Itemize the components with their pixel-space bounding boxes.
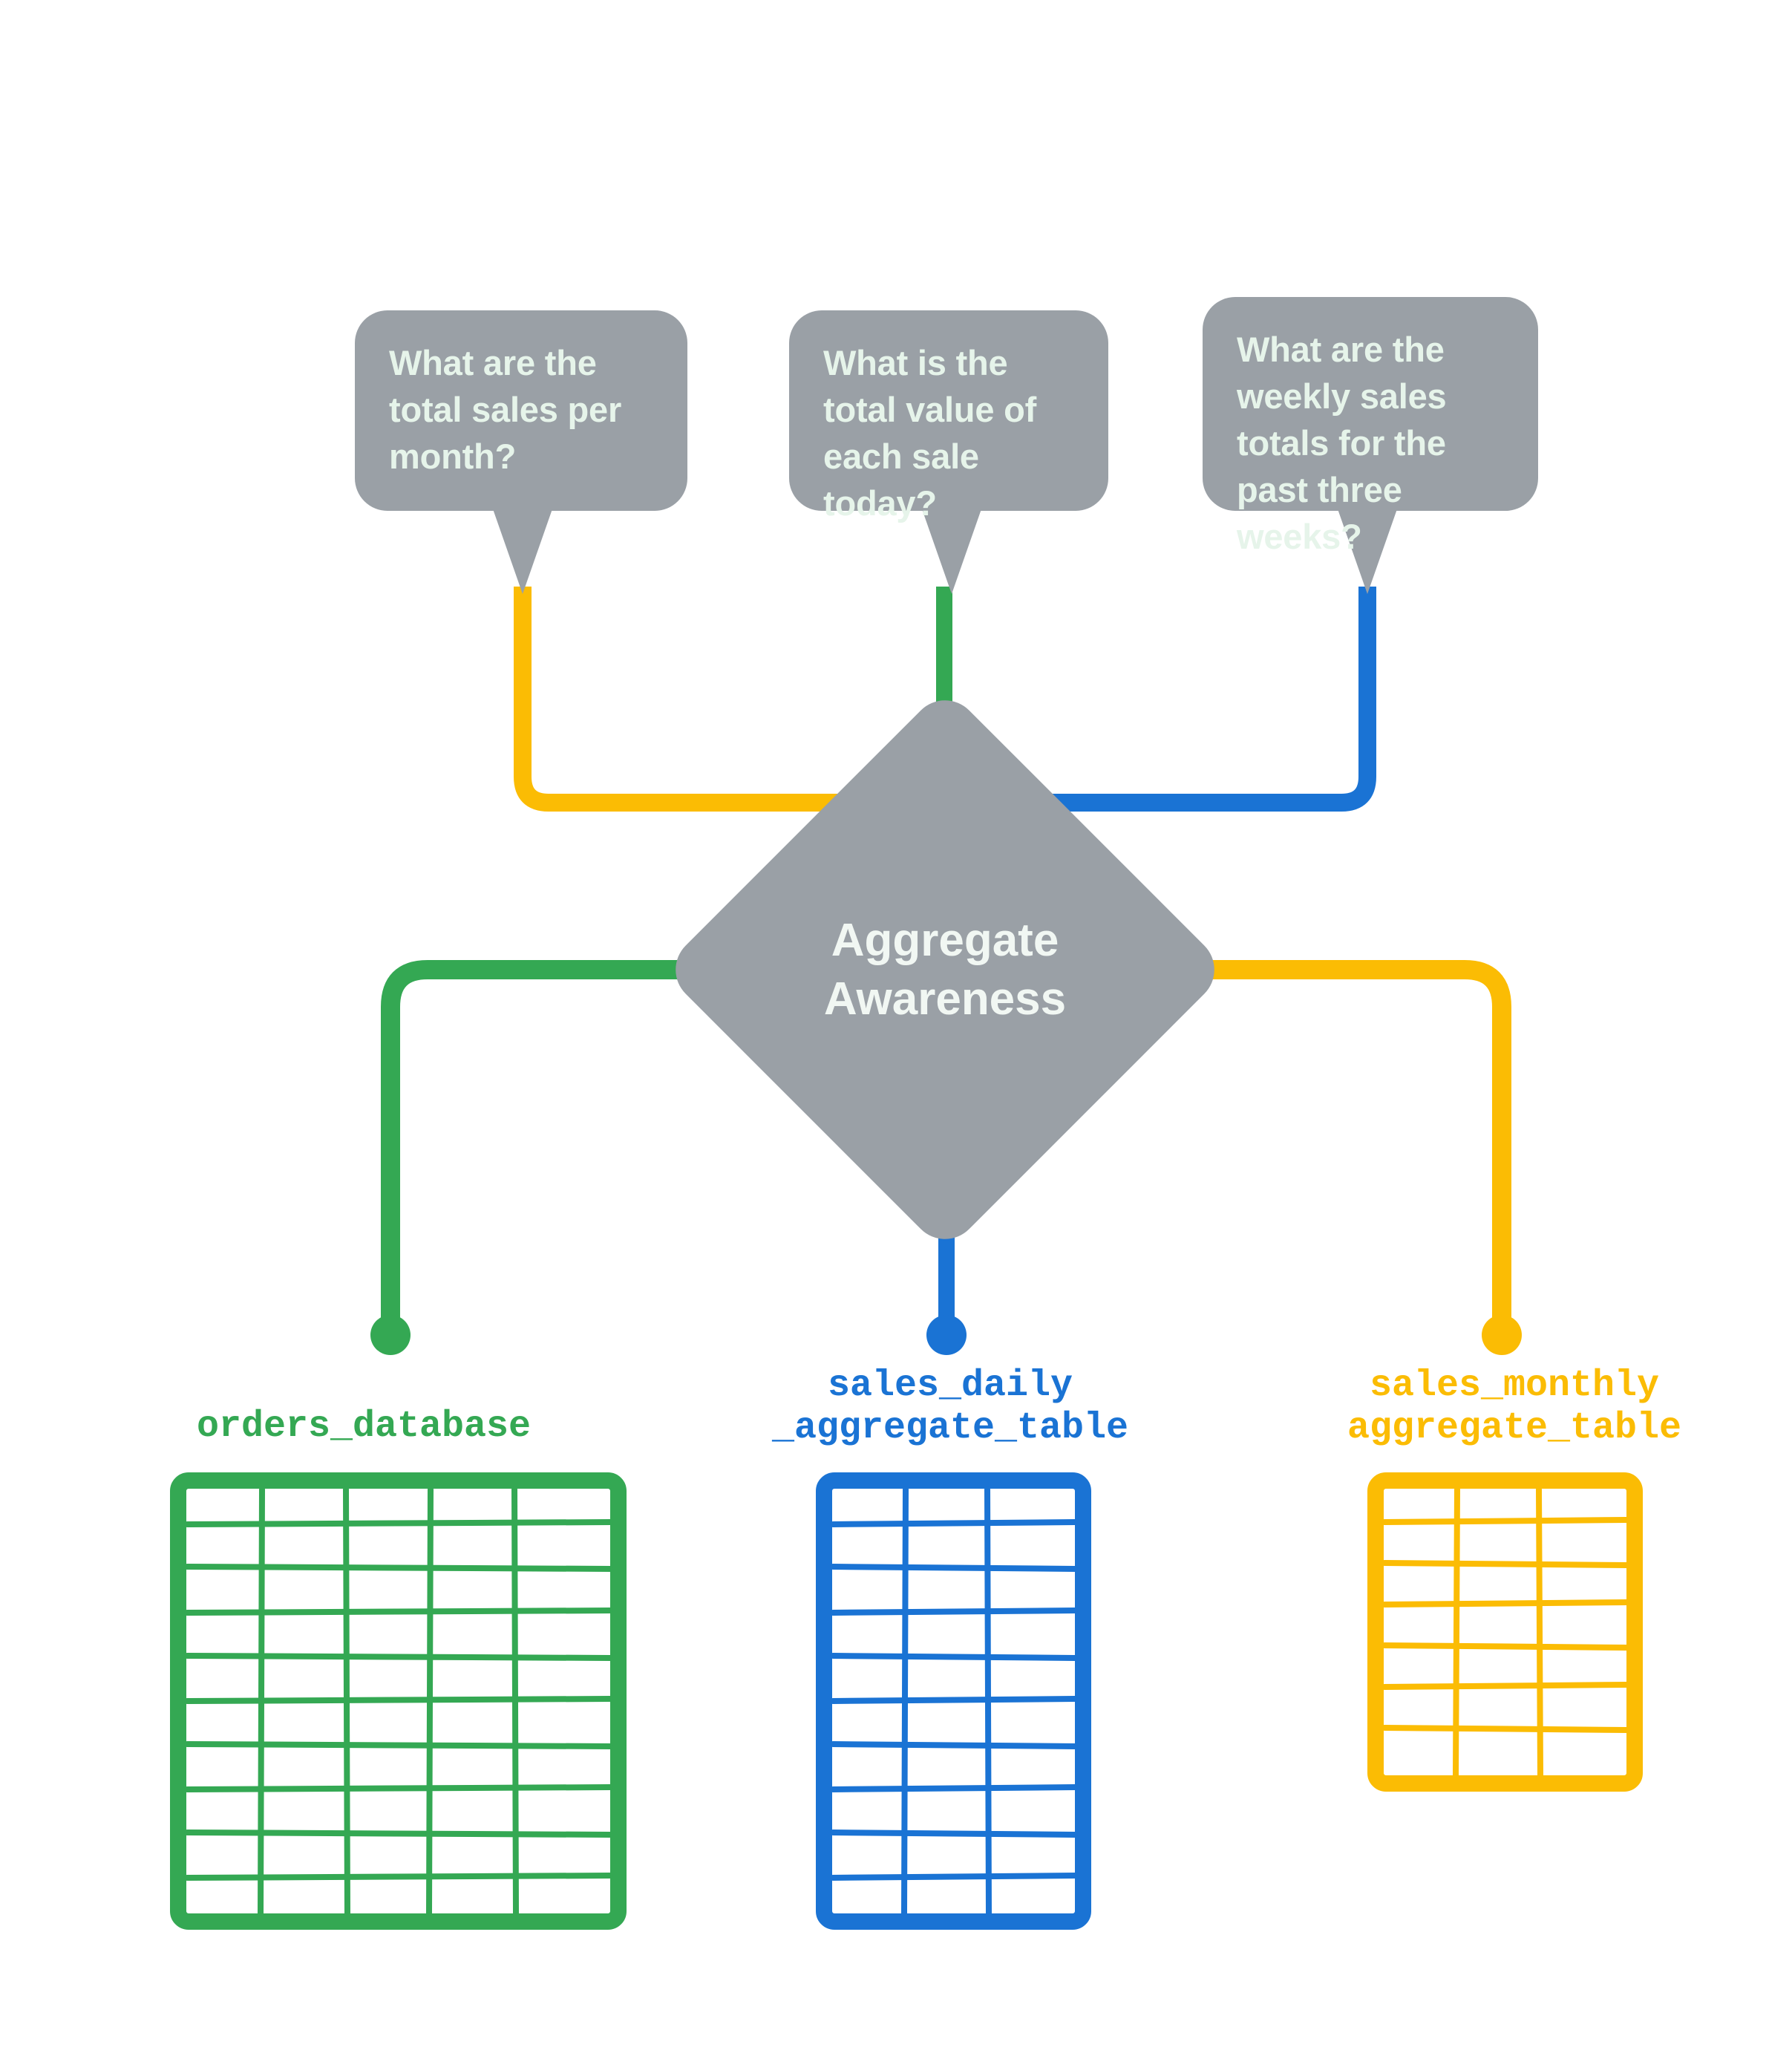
table-caption-sales-daily: sales_daily _aggregate_table bbox=[771, 1365, 1129, 1449]
question-bubble-weekly-text: What are the weekly sales totals for the… bbox=[1237, 330, 1447, 556]
question-bubble-monthly[interactable]: What are the total sales per month? bbox=[355, 310, 687, 511]
table-caption-sales-monthly: sales_monthly aggregate_table bbox=[1347, 1365, 1682, 1449]
question-bubble-daily-text: What is the total value of each sale tod… bbox=[823, 343, 1037, 523]
table-grid-sales-monthly bbox=[1367, 1472, 1643, 1792]
endpoint-dot-sales-daily bbox=[926, 1315, 967, 1355]
endpoint-dot-sales-monthly bbox=[1482, 1315, 1522, 1355]
connector-orders-database bbox=[381, 960, 752, 1323]
bubble-tail-daily bbox=[920, 505, 983, 594]
aggregate-awareness-node[interactable]: Aggregate Awareness bbox=[661, 686, 1229, 1253]
table-grid-sales-daily bbox=[816, 1472, 1091, 1930]
bubble-tail-monthly bbox=[491, 505, 554, 594]
table-caption-orders-database: orders_database bbox=[196, 1406, 532, 1448]
table-grid-orders-database bbox=[170, 1472, 627, 1930]
question-bubble-monthly-text: What are the total sales per month? bbox=[389, 343, 622, 476]
endpoint-dot-orders-database bbox=[370, 1315, 411, 1355]
bubble-tail-weekly bbox=[1336, 505, 1399, 594]
question-bubble-weekly[interactable]: What are the weekly sales totals for the… bbox=[1203, 297, 1538, 556]
question-bubble-daily[interactable]: What is the total value of each sale tod… bbox=[789, 310, 1108, 523]
connector-sales-monthly bbox=[1138, 960, 1511, 1323]
aggregate-awareness-label: Aggregate Awareness bbox=[823, 914, 1067, 1025]
